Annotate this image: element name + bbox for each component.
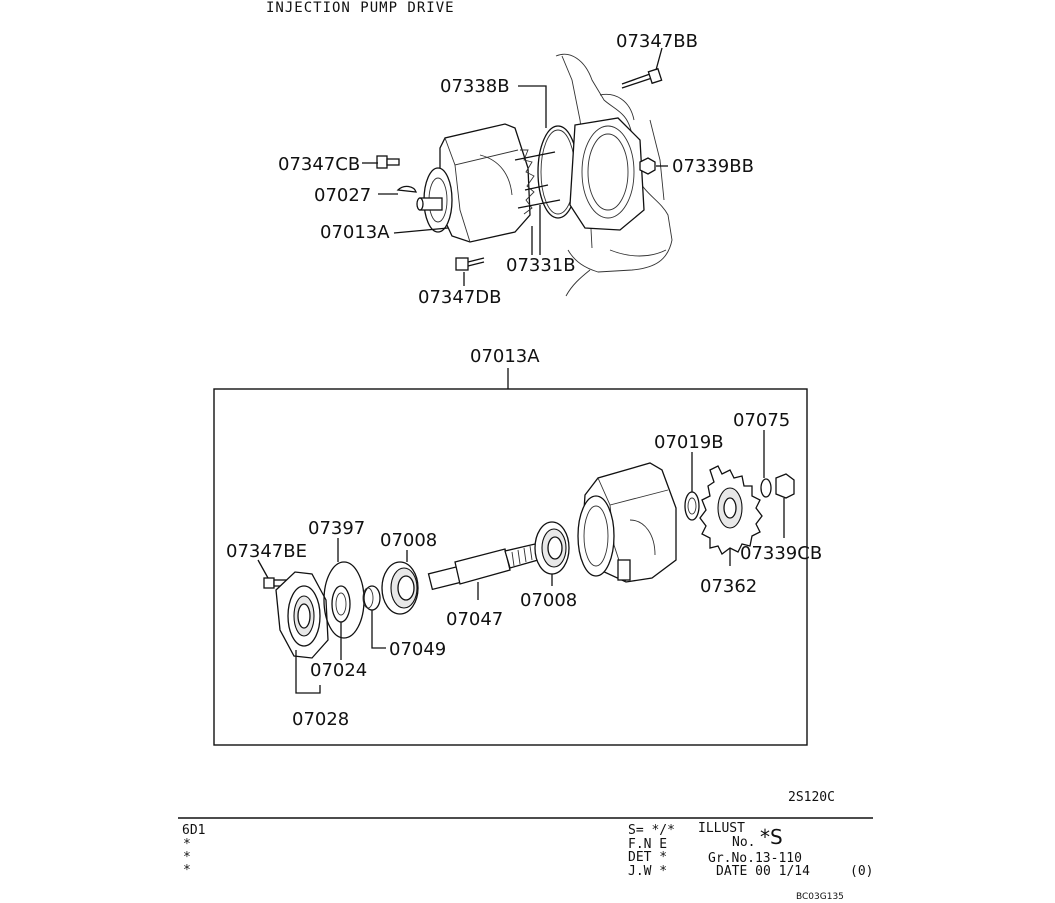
footer-mark-1: * xyxy=(183,837,191,852)
footer-jw: J.W * xyxy=(628,864,667,879)
footer-det: DET * xyxy=(628,850,667,865)
callout-07339BB: 07339BB xyxy=(672,156,754,177)
pump-drive-body-top xyxy=(416,123,561,243)
callout-07397: 07397 xyxy=(308,518,365,539)
shaft-07047 xyxy=(427,543,539,591)
callout-07047: 07047 xyxy=(446,609,503,630)
image-code: BC03G135 xyxy=(796,892,844,902)
spacer-07049 xyxy=(362,585,381,611)
callout-07024: 07024 xyxy=(310,660,367,681)
bolt-07347DB xyxy=(455,257,485,271)
footer-no-label: No. xyxy=(732,835,755,850)
model-code: 6D1 xyxy=(182,823,205,838)
gear-07362 xyxy=(699,465,763,555)
callout-07347CB: 07347CB xyxy=(278,154,360,175)
footer-mark-3: * xyxy=(183,863,191,878)
footer-illust-label: ILLUST xyxy=(698,821,745,836)
callout-07347BB: 07347BB xyxy=(616,31,698,52)
nut-07339BB xyxy=(639,157,656,175)
drive-flange-housing xyxy=(569,117,645,231)
flange-07028 xyxy=(275,571,329,659)
footer-revision: (0) xyxy=(850,864,873,879)
callout-07331B: 07331B xyxy=(506,255,576,276)
callout-07338B: 07338B xyxy=(440,76,510,97)
callout-07019B: 07019B xyxy=(654,432,724,453)
bolt-07347BB xyxy=(621,67,663,89)
callout-07013A-group: 07013A xyxy=(470,346,540,367)
pump-drive-housing xyxy=(577,462,677,583)
seal-07019B xyxy=(684,491,700,521)
exploded-group-frame xyxy=(213,388,808,746)
bearing-07008-b xyxy=(534,521,570,575)
callout-07027: 07027 xyxy=(314,185,371,206)
callout-07008-b: 07008 xyxy=(520,590,577,611)
nut-07339CB xyxy=(775,473,795,499)
key-07027 xyxy=(396,185,417,193)
footer-illust-value: *S xyxy=(760,825,783,849)
washer-07075 xyxy=(760,478,772,498)
callout-07049: 07049 xyxy=(389,639,446,660)
figure-code: 2S120C xyxy=(788,790,835,805)
footer-mark-2: * xyxy=(183,850,191,865)
footer-fne: F.N E xyxy=(628,837,667,852)
footer-group-number: Gr.No.13-110 xyxy=(708,851,802,866)
callout-07008-a: 07008 xyxy=(380,530,437,551)
callout-07013A-top: 07013A xyxy=(320,222,390,243)
seal-07024 xyxy=(331,585,351,623)
callout-07362: 07362 xyxy=(700,576,757,597)
diagram-title: INJECTION PUMP DRIVE xyxy=(266,0,455,16)
callout-07347BE: 07347BE xyxy=(226,541,307,562)
footer-s-line: S= */* xyxy=(628,823,675,838)
callout-07339CB: 07339CB xyxy=(740,543,822,564)
bolt-07347CB xyxy=(376,155,400,169)
callout-07347DB: 07347DB xyxy=(418,287,501,308)
callout-07075: 07075 xyxy=(733,410,790,431)
callout-07028: 07028 xyxy=(292,709,349,730)
footer-date: DATE 00 1/14 xyxy=(716,864,810,879)
bearing-07008-a xyxy=(381,561,419,615)
